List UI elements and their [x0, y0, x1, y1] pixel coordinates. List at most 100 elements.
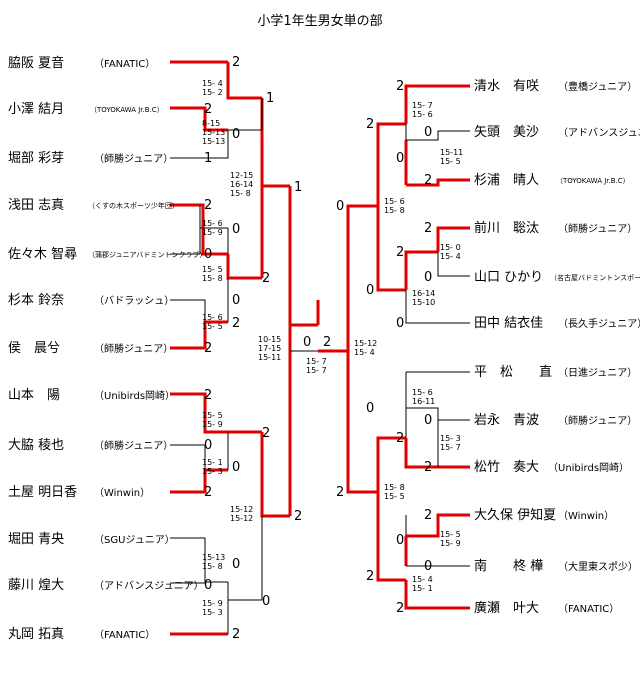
- match-score: 2: [396, 431, 404, 446]
- left-loser-paths: [170, 98, 263, 634]
- game-score: 15- 5: [202, 411, 223, 420]
- right-player-name: 矢頭 美沙: [474, 125, 539, 140]
- right-player-club: （長久手ジュニア）: [558, 317, 640, 330]
- match-score: 0: [366, 283, 374, 298]
- game-score: 15- 9: [440, 539, 461, 548]
- left-winner-paths: [170, 60, 320, 636]
- right-player-club: （アドバンスジュニア）: [558, 127, 640, 139]
- match-score: 2: [424, 460, 432, 475]
- right-player-name: 廣瀬 叶大: [474, 601, 539, 616]
- game-score: 15- 4: [354, 348, 375, 357]
- match-score: 0: [232, 557, 240, 572]
- match-score: 0: [424, 413, 432, 428]
- match-score: 0: [232, 460, 240, 475]
- right-player-name: 岩永 青波: [474, 413, 539, 428]
- match-score: 2: [232, 627, 240, 642]
- game-score: 15- 8: [384, 206, 405, 215]
- game-score: 17-15: [258, 344, 281, 353]
- left-player-club: （師勝ジュニア）: [94, 152, 173, 165]
- game-score: 15- 8: [202, 274, 223, 283]
- bracket-title: 小学1年生男女単の部: [257, 13, 382, 29]
- match-score: 2: [232, 316, 240, 331]
- right-player-club: （師勝ジュニア）: [558, 414, 637, 427]
- left-player-club: （Winwin）: [94, 487, 150, 499]
- match-score: 2: [204, 102, 212, 117]
- right-player-club: （TOYOKAWA Jr.B.C）: [556, 177, 630, 185]
- final-match: 0 2 15- 7 15- 7 15-12 15- 4: [290, 335, 377, 375]
- game-score: 15- 5: [440, 157, 461, 166]
- game-score: 15- 9: [202, 420, 223, 429]
- left-player-club: （Unibirds岡崎）: [94, 389, 175, 402]
- game-score: 15- 8: [230, 189, 251, 198]
- game-score: 15- 9: [202, 228, 223, 237]
- match-score: 2: [204, 485, 212, 500]
- left-player-name: 山本 陽: [8, 388, 60, 403]
- match-score: 2: [204, 198, 212, 213]
- left-player-club: （師勝ジュニア）: [94, 342, 173, 355]
- game-score: 15- 4: [440, 252, 461, 261]
- game-score: 16-11: [412, 397, 435, 406]
- right-bracket-lines: [346, 84, 470, 610]
- game-score: 15- 5: [384, 492, 405, 501]
- game-score: 15-12: [230, 514, 253, 523]
- right-player-name: 大久保 伊知夏: [474, 507, 556, 523]
- match-score: 2: [232, 55, 240, 70]
- match-score: 1: [204, 151, 212, 166]
- match-score: 0: [366, 401, 374, 416]
- game-score: 15- 7: [306, 357, 327, 366]
- game-score: 15- 6: [412, 110, 433, 119]
- game-score: 15- 6: [202, 219, 223, 228]
- match-score: 2: [294, 509, 302, 524]
- right-player-name: 山口 ひかり: [474, 270, 543, 285]
- match-score: 0: [424, 559, 432, 574]
- game-score: 15- 7: [440, 443, 461, 452]
- right-player-club: （大里東スポ少）: [558, 560, 638, 573]
- game-score: 15- 8: [202, 562, 223, 571]
- left-players: 脇阪 夏音 （FANATIC） 小澤 結月 （TOYOKAWA Jr.B.C） …: [8, 55, 206, 642]
- left-player-name: 佐々木 智尋: [8, 247, 77, 262]
- match-score: 2: [366, 569, 374, 584]
- game-score: 15- 3: [202, 467, 223, 476]
- game-score: 15- 6: [202, 313, 223, 322]
- game-score: 10-15: [258, 335, 281, 344]
- right-player-name: 前川 聡汰: [474, 220, 539, 236]
- left-player-name: 堀田 青央: [8, 532, 64, 547]
- left-game-scores: 15- 4 15- 2 8-15 15-13 15-13 12-15 16-14…: [202, 79, 281, 617]
- left-player-name: 堀部 彩芽: [8, 151, 64, 166]
- left-player-name: 丸岡 拓真: [8, 627, 64, 642]
- game-score: 15- 6: [412, 388, 433, 397]
- game-score: 15-11: [440, 148, 463, 157]
- left-player-name: 杉本 鈴奈: [8, 293, 64, 308]
- left-player-name: 脇阪 夏音: [8, 55, 64, 71]
- game-score: 15- 5: [202, 322, 223, 331]
- game-score: 15- 0: [440, 243, 461, 252]
- game-score: 15- 7: [412, 101, 433, 110]
- game-score: 8-15: [202, 119, 220, 128]
- match-score: 2: [396, 245, 404, 260]
- left-player-club: （SGUジュニア）: [94, 534, 175, 546]
- game-score: 15- 8: [384, 483, 405, 492]
- match-score: 2: [424, 221, 432, 236]
- match-score: 2: [204, 341, 212, 356]
- game-score: 15-13: [202, 128, 225, 137]
- game-score: 15- 5: [440, 530, 461, 539]
- left-player-name: 大脇 稜也: [8, 438, 64, 453]
- game-score: 15- 7: [306, 366, 327, 375]
- game-score: 15- 1: [412, 584, 433, 593]
- left-player-name: 浅田 志真: [8, 198, 64, 213]
- right-player-name: 平 松 直: [474, 365, 552, 380]
- right-player-name: 南 柊 樺: [474, 558, 543, 574]
- match-score: 2: [366, 117, 374, 132]
- right-player-name: 田中 結衣佳: [474, 315, 543, 331]
- right-player-club: （豊橋ジュニア）: [558, 80, 637, 93]
- right-game-scores: 15- 7 15- 6 15-11 15- 5 15- 6 15- 8 15- …: [384, 101, 463, 593]
- right-player-club: （名古屋バドミントンスポーツ少年団）: [550, 273, 640, 282]
- match-score: 1: [266, 91, 274, 106]
- left-player-club: （FANATIC）: [94, 58, 155, 70]
- match-score: 0: [424, 270, 432, 285]
- right-players: 清水 有咲 （豊橋ジュニア） 矢頭 美沙 （アドバンスジュニア） 杉浦 晴人 （…: [474, 78, 640, 616]
- right-player-club: （Unibirds岡崎）: [548, 461, 629, 474]
- left-player-club: （FANATIC）: [94, 629, 155, 641]
- match-score: 0: [424, 125, 432, 140]
- game-score: 15- 1: [202, 458, 223, 467]
